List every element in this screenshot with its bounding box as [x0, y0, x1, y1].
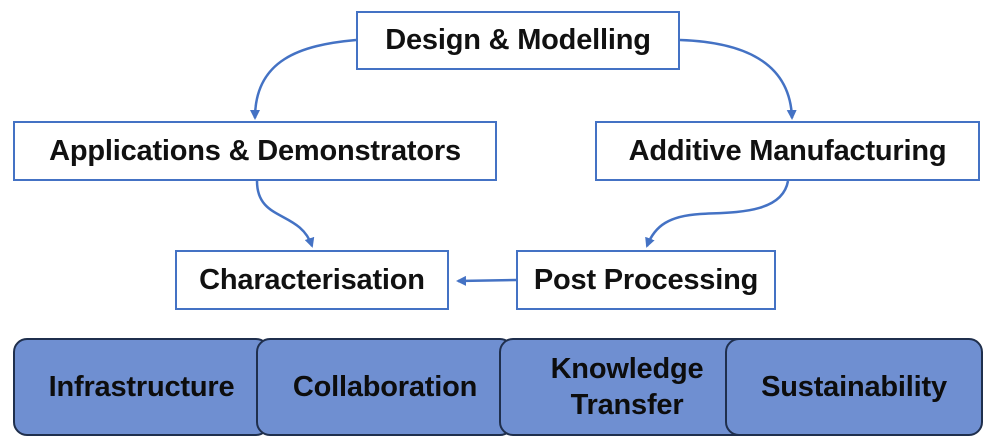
node-post-processing: Post Processing: [516, 250, 776, 310]
node-design-modelling: Design & Modelling: [356, 11, 680, 70]
pillar-knowledge-transfer: Knowledge Transfer: [499, 338, 755, 436]
arrow-applications-to-characterisation: [255, 180, 315, 248]
node-characterisation: Characterisation: [175, 250, 449, 310]
arrow-design-to-applications: [250, 38, 357, 120]
arrow-additive-to-post-processing: [645, 180, 790, 248]
pillar-collaboration: Collaboration: [256, 338, 514, 436]
node-applications-demonstrators: Applications & Demonstrators: [13, 121, 497, 181]
node-additive-manufacturing: Additive Manufacturing: [595, 121, 980, 181]
pillar-sustainability: Sustainability: [725, 338, 983, 436]
pillar-infrastructure: Infrastructure: [13, 338, 270, 436]
arrow-post-processing-to-characterisation: [456, 275, 517, 286]
arrow-design-to-additive: [679, 38, 797, 120]
